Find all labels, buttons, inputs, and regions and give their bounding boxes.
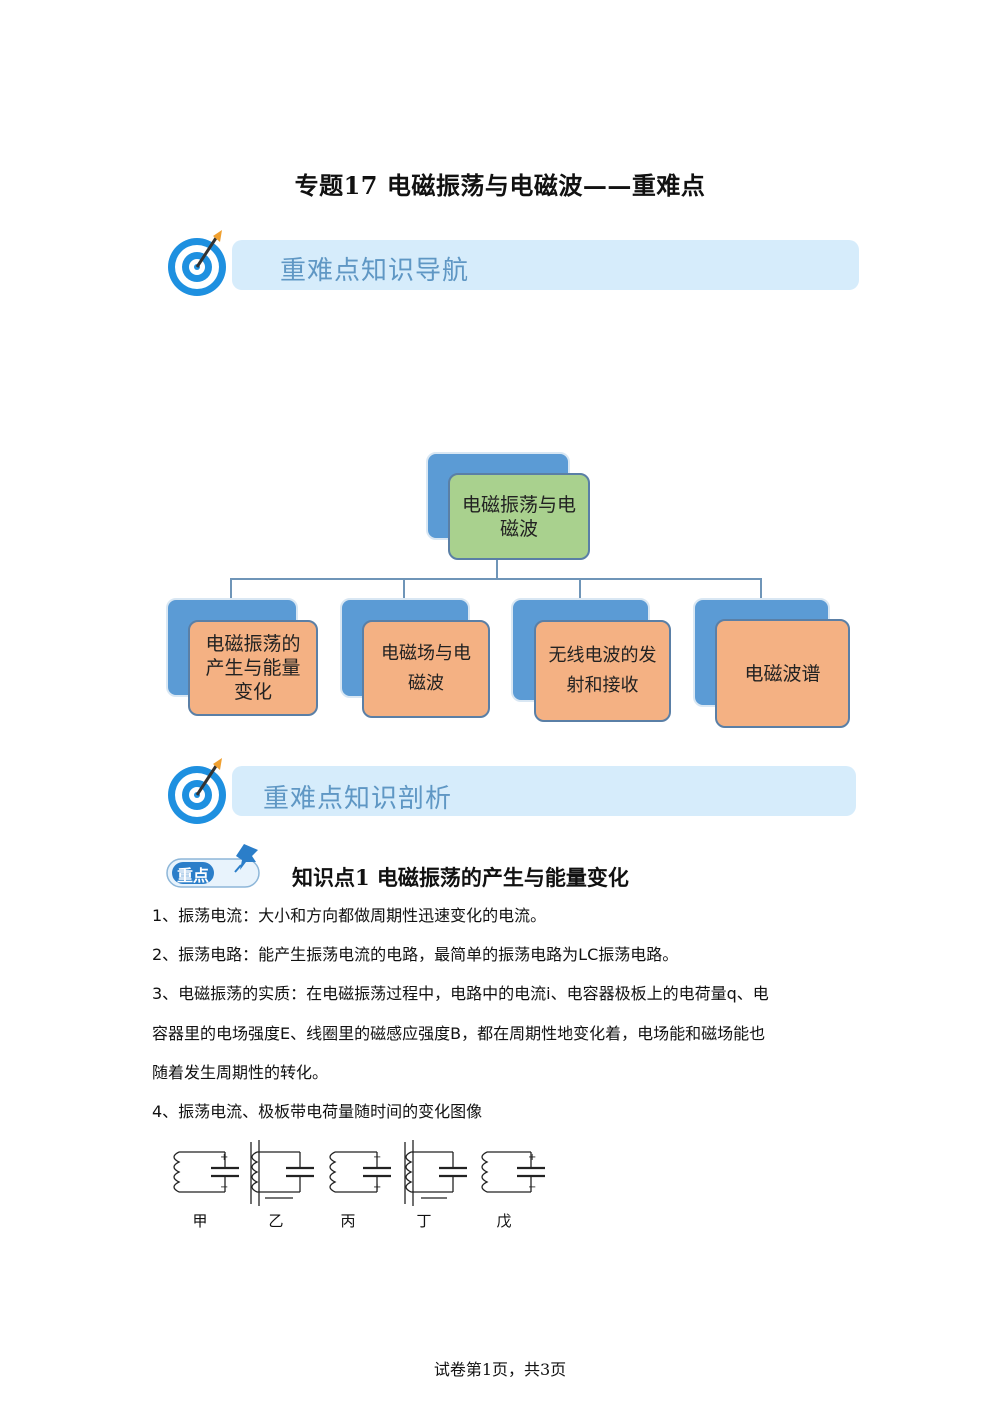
connector-3 [579, 578, 581, 600]
circuit-wu [481, 1151, 545, 1193]
child-box-2-label: 电磁场与电磁波 [381, 643, 471, 694]
root-box: 电磁振荡与电磁波 [448, 473, 590, 560]
connector-trunk [496, 560, 498, 579]
pushpin-icon [232, 840, 266, 874]
svg-text:−: − [528, 1182, 536, 1193]
circuit-bing [329, 1151, 391, 1193]
circuit-label-yi: 乙 [268, 1212, 284, 1230]
page-footer: 试卷第1页，共3页 [433, 1360, 567, 1379]
kp-item-2: 2、振荡电路：能产生振荡电流的电路，最简单的振荡电路为LC振荡电路。 [152, 945, 679, 964]
nav-banner-text: 重难点知识导航 [280, 256, 470, 286]
circuit-yi [250, 1140, 314, 1206]
knowledge-point-title: 知识点1 电磁振荡的产生与能量变化 [292, 865, 629, 890]
svg-text:−: − [373, 1152, 381, 1163]
kp-item-4: 4、振荡电流、极板带电荷量随时间的变化图像 [152, 1102, 483, 1121]
circuit-label-jia: 甲 [192, 1212, 208, 1230]
key-point-badge: 重点 [166, 853, 262, 889]
svg-text:+: + [528, 1152, 536, 1163]
child-box-1-label: 电磁振荡的产生与能量变化 [205, 633, 301, 703]
nav-banner [232, 240, 859, 290]
target-icon [166, 756, 232, 826]
kp-item-3-line1: 3、电磁振荡的实质：在电磁振荡过程中，电路中的电流i、电容器极板上的电荷量q、电 [152, 984, 769, 1003]
connector-1 [230, 578, 232, 600]
circuit-label-bing: 丙 [340, 1212, 356, 1230]
analysis-banner-text: 重难点知识剖析 [263, 784, 453, 814]
key-point-badge-text: 重点 [177, 866, 210, 885]
svg-text:−: − [220, 1182, 228, 1193]
svg-text:+: + [220, 1152, 228, 1163]
child-box-1: 电磁振荡的产生与能量变化 [188, 620, 318, 716]
kp-item-3-line2: 容器里的电场强度E、线圈里的磁感应强度B，都在周期性地变化着，电场能和磁场能也 [152, 1024, 766, 1043]
target-icon [166, 228, 232, 298]
root-box-label: 电磁振荡与电磁波 [461, 493, 576, 540]
kp-item-1: 1、振荡电流：大小和方向都做周期性迅速变化的电流。 [152, 906, 547, 925]
child-box-3-label: 无线电波的发射和接收 [548, 645, 657, 696]
svg-text:+: + [373, 1182, 381, 1193]
circuit-label-wu: 戊 [496, 1212, 512, 1230]
kp-item-3-line3: 随着发生周期性的转化。 [152, 1063, 329, 1082]
child-box-4-label: 电磁波谱 [744, 662, 821, 685]
connector-bar [230, 578, 761, 580]
child-box-3: 无线电波的发射和接收 [534, 620, 671, 722]
circuit-label-ding: 丁 [416, 1212, 432, 1230]
connector-2 [403, 578, 405, 600]
circuit-ding [404, 1140, 467, 1206]
connector-4 [760, 578, 762, 600]
analysis-banner [232, 766, 856, 816]
lc-circuit-diagrams: + − − + + − [173, 1140, 545, 1206]
page-title: 专题17 电磁振荡与电磁波——重难点 [294, 171, 706, 200]
child-box-2: 电磁场与电磁波 [362, 620, 490, 718]
child-box-4: 电磁波谱 [715, 619, 850, 728]
circuit-jia [173, 1151, 239, 1193]
